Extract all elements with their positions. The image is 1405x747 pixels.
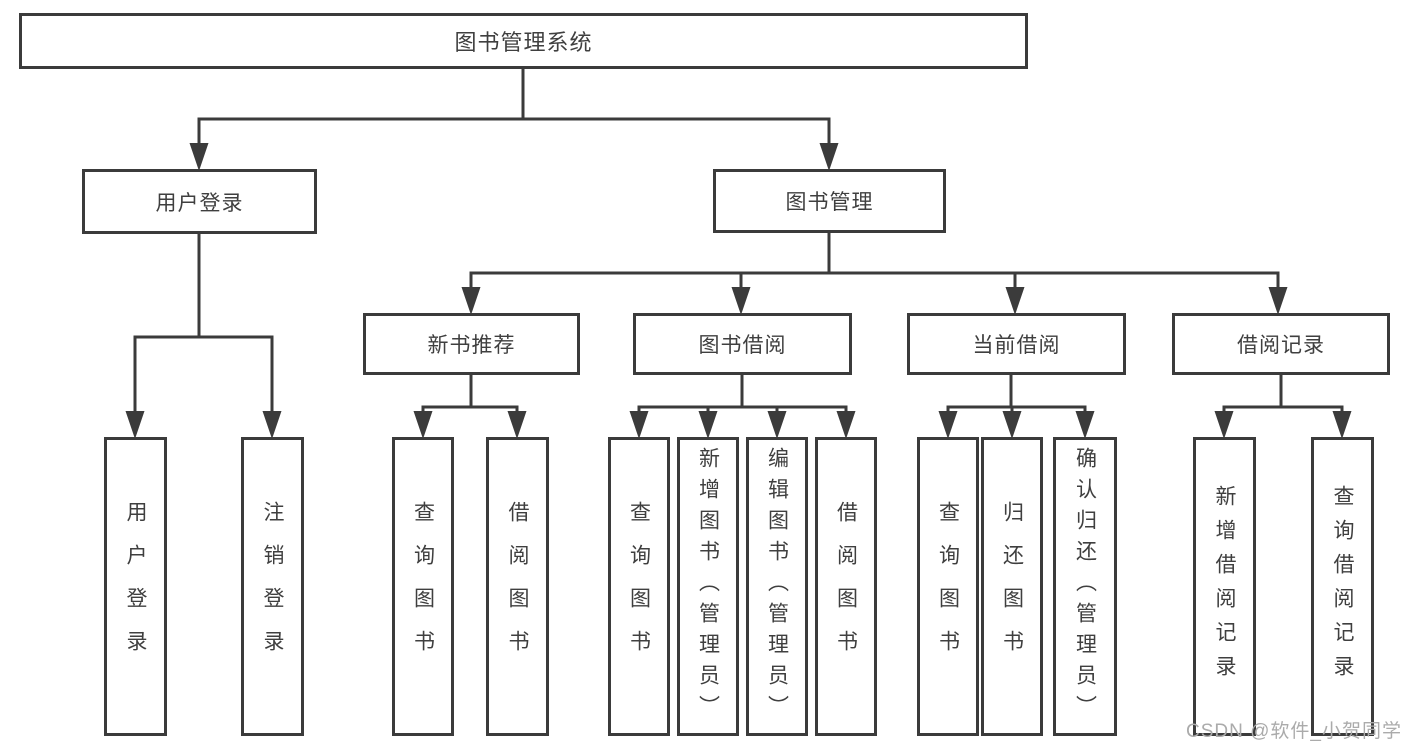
node-leaf-add-books-admin-label: 新增图书（管理员） <box>696 447 720 726</box>
watermark: CSDN @软件_小贺同学 <box>1186 721 1402 742</box>
node-leaf-borrow-books: 借阅图书 <box>815 437 877 736</box>
node-root-label: 图书管理系统 <box>454 30 593 55</box>
node-leaf-add-books-admin: 新增图书（管理员） <box>677 437 739 736</box>
node-leaf-borrow-books-recommend: 借阅图书 <box>486 437 549 736</box>
node-borrowing-records-label: 借阅记录 <box>1237 334 1325 357</box>
node-leaf-query-borrow-record: 查询借阅记录 <box>1311 437 1374 736</box>
node-leaf-borrow-books-label: 借阅图书 <box>834 500 858 673</box>
node-leaf-edit-books-admin: 编辑图书（管理员） <box>746 437 808 736</box>
node-leaf-user-login-label: 用户登录 <box>124 500 147 673</box>
node-new-book-recommend: 新书推荐 <box>363 313 580 375</box>
node-leaf-user-login: 用户登录 <box>104 437 167 736</box>
node-leaf-logout: 注销登录 <box>241 437 304 736</box>
node-leaf-borrow-books-recommend-label: 借阅图书 <box>506 500 529 673</box>
node-leaf-return-books-label: 归还图书 <box>1000 500 1024 673</box>
node-leaf-query-books-recommend: 查询图书 <box>392 437 454 736</box>
node-leaf-query-borrow-record-label: 查询借阅记录 <box>1331 484 1354 689</box>
node-leaf-return-books: 归还图书 <box>981 437 1043 736</box>
node-leaf-query-books-current: 查询图书 <box>917 437 979 736</box>
arrowheads-down <box>125 143 1352 439</box>
node-book-borrowing-label: 图书借阅 <box>698 334 787 357</box>
node-current-borrowing: 当前借阅 <box>907 313 1126 375</box>
node-current-borrowing-label: 当前借阅 <box>972 334 1061 357</box>
node-leaf-confirm-return-admin-label: 确认归还（管理员） <box>1073 447 1097 726</box>
node-root: 图书管理系统 <box>19 13 1028 69</box>
node-leaf-confirm-return-admin: 确认归还（管理员） <box>1053 437 1117 736</box>
node-leaf-edit-books-admin-label: 编辑图书（管理员） <box>765 447 789 726</box>
node-leaf-logout-label: 注销登录 <box>261 500 284 673</box>
node-borrowing-records: 借阅记录 <box>1172 313 1390 375</box>
node-leaf-add-borrow-record: 新增借阅记录 <box>1193 437 1256 736</box>
node-book-management: 图书管理 <box>713 169 946 233</box>
node-leaf-query-books-borrowing: 查询图书 <box>608 437 670 736</box>
node-user-login-label: 用户登录 <box>155 191 244 215</box>
node-leaf-query-books-current-label: 查询图书 <box>936 500 960 673</box>
node-book-borrowing: 图书借阅 <box>633 313 852 375</box>
node-leaf-query-books-borrowing-label: 查询图书 <box>627 500 651 673</box>
node-new-book-recommend-label: 新书推荐 <box>427 334 516 357</box>
node-book-management-label: 图书管理 <box>785 191 874 214</box>
node-leaf-query-books-recommend-label: 查询图书 <box>411 500 435 673</box>
node-leaf-add-borrow-record-label: 新增借阅记录 <box>1213 484 1236 689</box>
node-user-login: 用户登录 <box>82 169 317 234</box>
